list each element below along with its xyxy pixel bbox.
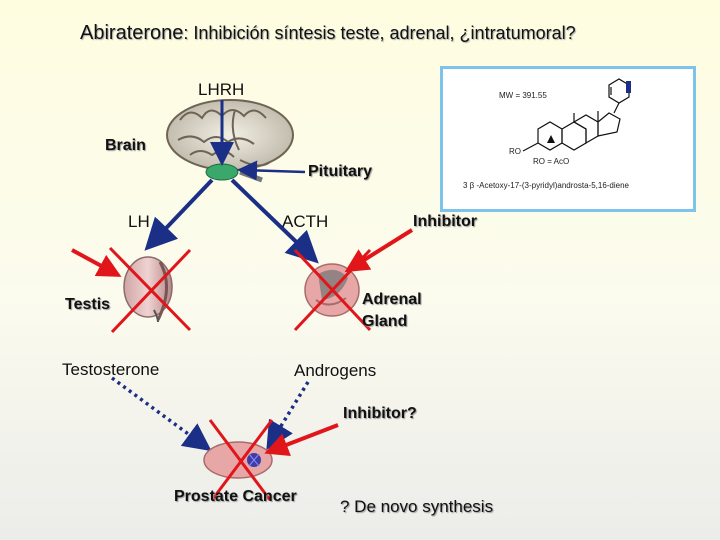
- pyridyl-nitrogen: [626, 81, 631, 93]
- lhrh-label: LHRH: [198, 80, 245, 99]
- prostate-inhibitor-arrow: [264, 423, 339, 456]
- pituitary-gland: [205, 163, 239, 181]
- prostate-image: [203, 441, 273, 479]
- androgens-label: Androgens: [294, 361, 377, 380]
- wedge-bond: [547, 135, 555, 143]
- brain-image: [166, 99, 294, 171]
- prostate-inhibition-x: [208, 419, 274, 501]
- pituitary-label: Pituitary: [308, 163, 373, 180]
- lh-label: LH: [128, 212, 150, 231]
- title-main: Abiraterone: [80, 22, 184, 44]
- pituitary-pointer: [237, 160, 306, 181]
- pituitary-stalk: [239, 169, 263, 183]
- ro-definition: RO = AcO: [533, 157, 570, 166]
- brain-label: Brain: [105, 137, 146, 154]
- chemical-structure-box: MW = 391.55 RO RO = AcO 3 β -Acetoxy-17-…: [440, 66, 696, 212]
- acth-label: ACTH: [282, 212, 329, 231]
- inhibitor-question-label: Inhibitor?: [343, 405, 417, 422]
- testosterone-label: Testosterone: [62, 360, 160, 379]
- de-novo-synthesis-label: ? De novo synthesis: [340, 497, 494, 516]
- testis-inhibitor-arrow: [71, 248, 122, 277]
- inhibitor-label: Inhibitor: [413, 213, 477, 230]
- molecular-weight: MW = 391.55: [499, 91, 547, 100]
- slide-title: Abiraterone: Inhibición síntesis teste, …: [80, 22, 576, 45]
- pyridyl-ring: [608, 78, 630, 104]
- adrenal-line-1: Adrenal: [362, 291, 422, 308]
- adrenal-line-2: Gland: [362, 313, 408, 330]
- lh-arrow: [144, 178, 214, 251]
- ring-d: [597, 112, 621, 137]
- testis-inhibition-x: [108, 246, 192, 334]
- acth-arrow: [230, 178, 319, 264]
- title-subtitle: : Inhibición síntesis teste, adrenal, ¿i…: [183, 23, 576, 43]
- steroid-structure: [522, 78, 631, 152]
- compound-name: 3 β -Acetoxy-17-(3-pyridyl)androsta-5,16…: [463, 181, 630, 190]
- adrenal-gland-label: Adrenal Gland: [362, 289, 422, 333]
- ro-label: RO: [509, 147, 521, 156]
- prostate-cancer-label: Prostate Cancer: [174, 488, 297, 505]
- testosterone-dotted-arrow: [110, 376, 212, 452]
- androgens-dotted-arrow: [266, 381, 310, 450]
- adrenal-inhibitor-arrow: [344, 228, 414, 273]
- testis-label: Testis: [65, 296, 111, 313]
